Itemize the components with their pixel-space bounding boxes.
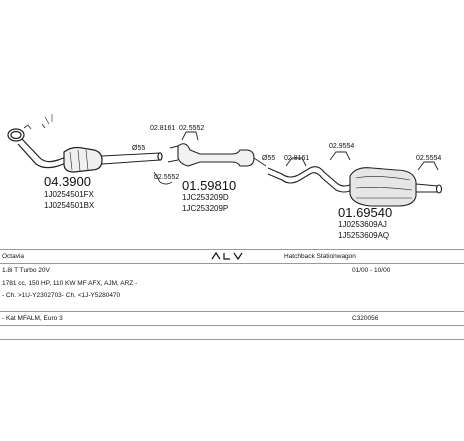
- clamp-label: 02.5552: [154, 174, 179, 181]
- clamp-label: 02.5554: [416, 155, 441, 162]
- part-number: 04.3900: [44, 174, 91, 189]
- part-number: 01.59810: [182, 178, 236, 193]
- system-code: C320056: [352, 315, 379, 322]
- exhaust-system-diagram: 02.8161 02.5552 02.5552 Ø55 Ø55 02.8161 …: [7, 114, 443, 240]
- divider: [0, 325, 464, 326]
- brand-logo: [211, 251, 243, 261]
- divider: [0, 339, 464, 340]
- clamp-label: 02.9554: [329, 143, 354, 150]
- diameter-label: Ø55: [132, 145, 145, 152]
- table-row: 1.8i T Turbo 20V 01/00 - 10/00: [0, 263, 464, 276]
- table-row: - Kat MFALM, Euro 3 C320056: [0, 311, 464, 324]
- clamp-label: 02.5552: [179, 125, 204, 132]
- diameter-label: Ø55: [262, 155, 275, 162]
- engine-spec: 1781 cc, 150 HP, 110 KW MF AFX, AJM, ARZ…: [2, 280, 138, 287]
- table-row: 1781 cc, 150 HP, 110 KW MF AFX, AJM, ARZ…: [0, 277, 464, 289]
- rear-silencer: [267, 151, 443, 207]
- clamp-label: 02.8161: [150, 125, 175, 132]
- body-type: Hatchback Stationwagon: [284, 253, 356, 260]
- oem-number: 1J5253609AQ: [338, 231, 389, 240]
- oem-number: 1J0253609AJ: [338, 220, 387, 229]
- part-number: 01.69540: [338, 205, 392, 220]
- front-pipe-catalyst: [7, 114, 163, 173]
- clamp-label: 02.8161: [284, 155, 309, 162]
- table-row: - Ch. >1U-Y2302703- Ch. <1J-Y5280470: [0, 289, 464, 301]
- oem-number: 1JC253209P: [182, 204, 228, 213]
- oem-number: 1JC253209D: [182, 193, 229, 202]
- table-row: Octavia Hatchback Stationwagon: [0, 249, 464, 262]
- middle-silencer: [153, 131, 267, 185]
- oem-number: 1J0254501FX: [44, 190, 94, 199]
- model-name: Octavia: [2, 253, 25, 260]
- chassis-range: - Ch. >1U-Y2302703- Ch. <1J-Y5280470: [2, 292, 121, 299]
- catalyst-info: - Kat MFALM, Euro 3: [2, 315, 63, 322]
- oem-number: 1J0254501BX: [44, 201, 95, 210]
- period: 01/00 - 10/00: [352, 267, 391, 274]
- engine: 1.8i T Turbo 20V: [2, 267, 50, 274]
